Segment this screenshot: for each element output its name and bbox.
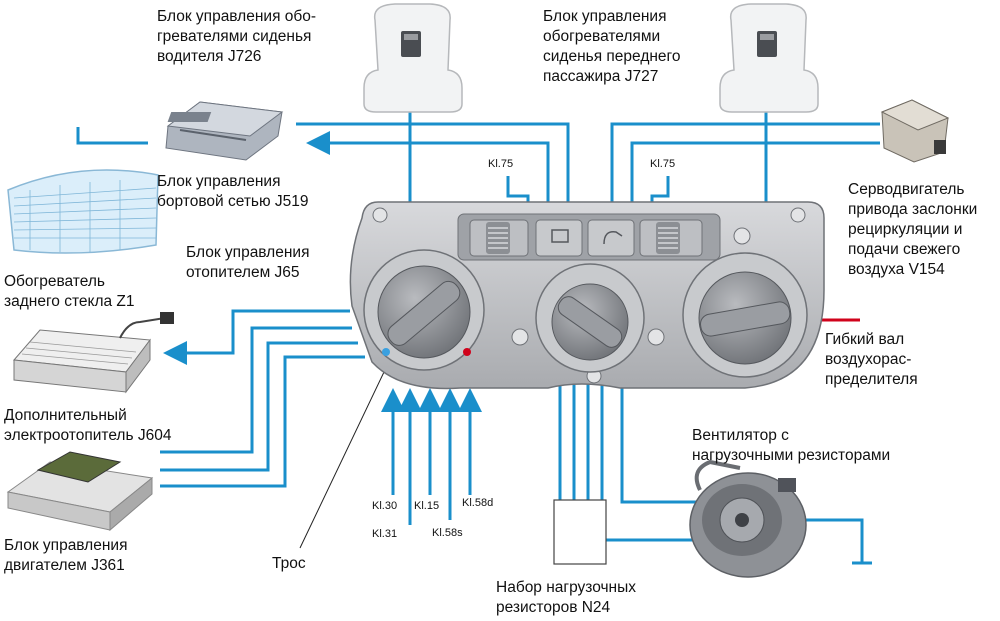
- terminal-kl15: Kl.15: [414, 500, 440, 512]
- label-j519-line: бортовой сетью J519: [157, 193, 309, 210]
- label-v154: Серводвигатель привода заслонки рециркул…: [848, 180, 977, 280]
- label-j519: Блок управления бортовой сетью J519: [157, 172, 309, 212]
- label-fan-line: Вентилятор с: [692, 427, 789, 444]
- label-v154-line: Серводвигатель: [848, 181, 965, 198]
- label-cable-line: Трос: [272, 555, 306, 572]
- label-z1: Обогреватель заднего стекла Z1: [4, 272, 135, 312]
- blower-fan-icon: [689, 459, 807, 578]
- label-j726-line: Блок управления обо-: [157, 8, 317, 25]
- wire-kl75-left: [506, 176, 530, 202]
- terminal-kl58s: Kl.58s: [432, 527, 463, 539]
- label-v154-line: подачи свежего: [848, 241, 961, 258]
- control-panel-icon: [349, 201, 825, 390]
- wire-kl75-right: [650, 176, 670, 202]
- wire-ground: [790, 518, 864, 562]
- label-j727-line: Блок управления: [543, 8, 667, 25]
- label-j361: Блок управления двигателем J361: [4, 536, 127, 576]
- label-shaft-line: воздухорас-: [825, 351, 912, 368]
- wire-j519-1: [296, 122, 570, 202]
- label-j519-line: Блок управления: [157, 173, 281, 190]
- label-j727-line: сиденья переднего: [543, 48, 681, 65]
- label-v154-line: рециркуляции и: [848, 221, 963, 238]
- label-j727-line: обогревателями: [543, 28, 661, 45]
- label-j726: Блок управления обо- гревателями сиденья…: [157, 7, 316, 67]
- label-fan: Вентилятор с нагрузочными резисторами: [692, 426, 890, 466]
- wire-fan: [620, 380, 700, 504]
- wire-v154-1: [610, 122, 880, 202]
- label-j65-line: Блок управления: [186, 244, 310, 261]
- label-shaft-line: Гибкий вал: [825, 331, 905, 348]
- terminal-kl30: Kl.30: [372, 500, 398, 512]
- seat-icon: [363, 3, 463, 113]
- wire-j604-1: [163, 309, 350, 365]
- seat-icon: [719, 3, 819, 113]
- label-j604: Дополнительный электроотопитель J604: [4, 406, 171, 446]
- label-n24-line: Набор нагрузочных: [496, 579, 637, 596]
- label-cable: Трос: [272, 554, 306, 574]
- aux-heater-icon: [12, 312, 174, 394]
- engine-ecu-icon: [6, 451, 154, 532]
- label-z1-line: заднего стекла Z1: [4, 293, 135, 310]
- label-j726-line: гревателями сиденья: [157, 28, 312, 45]
- label-n24-line: резисторов N24: [496, 599, 611, 616]
- label-v154-line: воздуха V154: [848, 261, 945, 278]
- label-j361-line: двигателем J361: [4, 557, 125, 574]
- terminal-kl31: Kl.31: [372, 528, 398, 540]
- resistor-block-icon: [553, 499, 607, 565]
- terminal-kl75-right: Kl.75: [650, 158, 676, 170]
- cable-line: [299, 371, 385, 549]
- wire-z1: [76, 127, 148, 145]
- label-v154-line: привода заслонки: [848, 201, 978, 218]
- label-z1-line: Обогреватель: [4, 273, 105, 290]
- label-n24: Набор нагрузочных резисторов N24: [496, 578, 636, 618]
- label-j65-line: отопителем J65: [186, 264, 300, 281]
- wire-j361-3: [160, 355, 365, 488]
- servo-motor-icon: [880, 99, 950, 163]
- label-shaft-line: пределителя: [825, 371, 918, 388]
- wire-v154-2: [630, 141, 880, 202]
- label-flex-shaft: Гибкий вал воздухорас- пределителя: [825, 330, 918, 390]
- label-j604-line: электроотопитель J604: [4, 427, 172, 444]
- label-j726-line: водителя J726: [157, 48, 262, 65]
- label-j604-line: Дополнительный: [4, 407, 127, 424]
- label-j65: Блок управления отопителем J65: [186, 243, 309, 283]
- terminal-kl75-left: Kl.75: [488, 158, 514, 170]
- label-j361-line: Блок управления: [4, 537, 128, 554]
- wire-j361-2: [160, 341, 358, 472]
- label-j727-line: пассажира J727: [543, 68, 659, 85]
- rear-window-icon: [7, 169, 159, 254]
- label-j727: Блок управления обогревателями сиденья п…: [543, 7, 680, 87]
- wires: [76, 65, 880, 562]
- wire-j519-2: [306, 131, 550, 202]
- label-fan-line: нагрузочными резисторами: [692, 447, 891, 464]
- terminal-kl58d: Kl.58d: [462, 497, 494, 509]
- wire-j361-1: [160, 326, 352, 454]
- control-unit-icon: [165, 101, 284, 161]
